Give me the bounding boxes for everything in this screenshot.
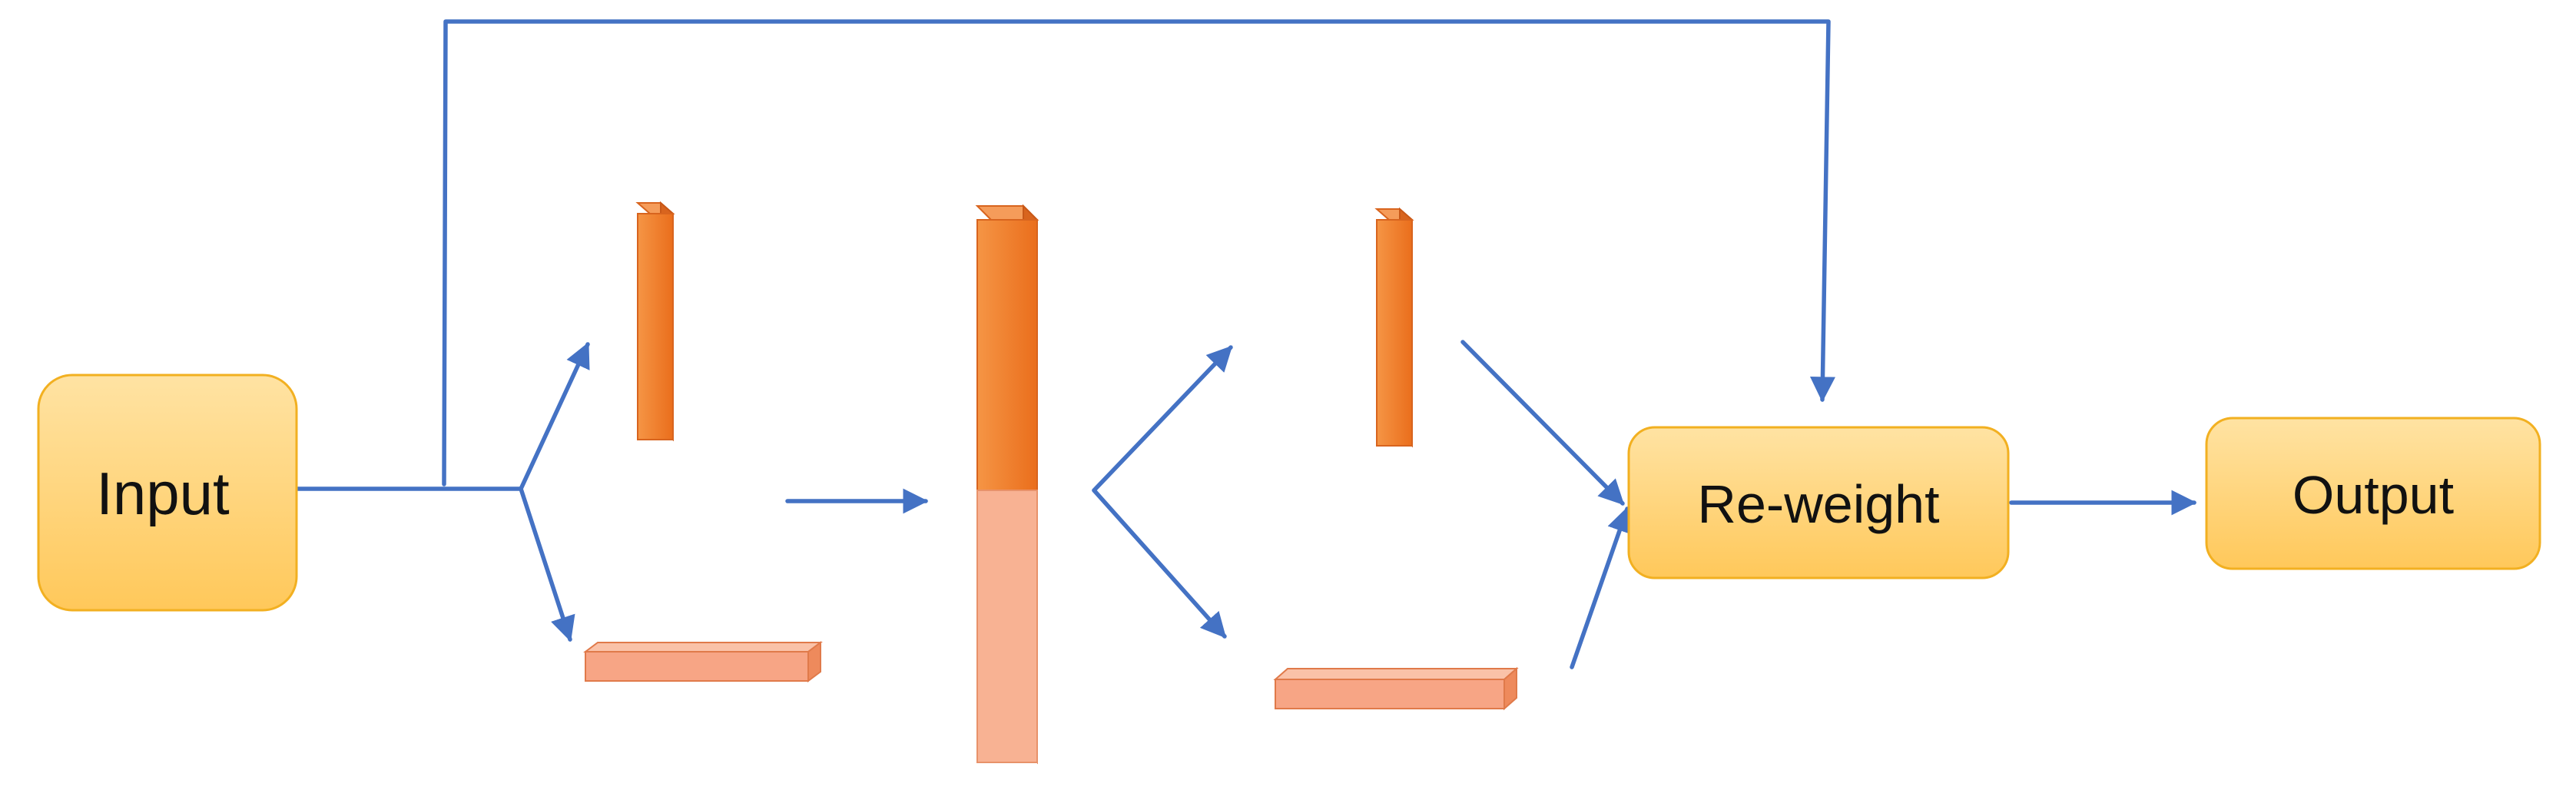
reweight-node: Re-weight	[1627, 426, 2010, 579]
reweight-box	[1627, 426, 2010, 579]
vertical-feature-bar-1	[635, 201, 675, 442]
skip-connection-line	[442, 19, 1835, 486]
branch-down-arrow	[519, 486, 575, 643]
connectors	[294, 19, 2197, 669]
reweight-label: Re-weight	[1697, 474, 1939, 534]
horizontal-feature-bar-1	[583, 641, 823, 682]
input-label: Input	[96, 460, 230, 527]
split-up-arrow	[1092, 345, 1233, 493]
input-box	[37, 374, 298, 612]
output-box	[2205, 417, 2541, 570]
split-down-arrow	[1092, 488, 1227, 639]
lower-to-reweight-arrow	[1570, 506, 1632, 669]
vertical-feature-bar-2	[1374, 207, 1414, 448]
feature-bars	[583, 201, 1519, 765]
output-label: Output	[2293, 465, 2454, 525]
output-node: Output	[2205, 417, 2541, 570]
branch-up-arrow	[519, 342, 590, 491]
input-node: Input	[37, 374, 298, 612]
concatenated-feature-bar	[975, 204, 1039, 765]
upper-to-reweight-arrow	[1460, 340, 1625, 506]
horizontal-feature-bar-2	[1273, 666, 1519, 711]
